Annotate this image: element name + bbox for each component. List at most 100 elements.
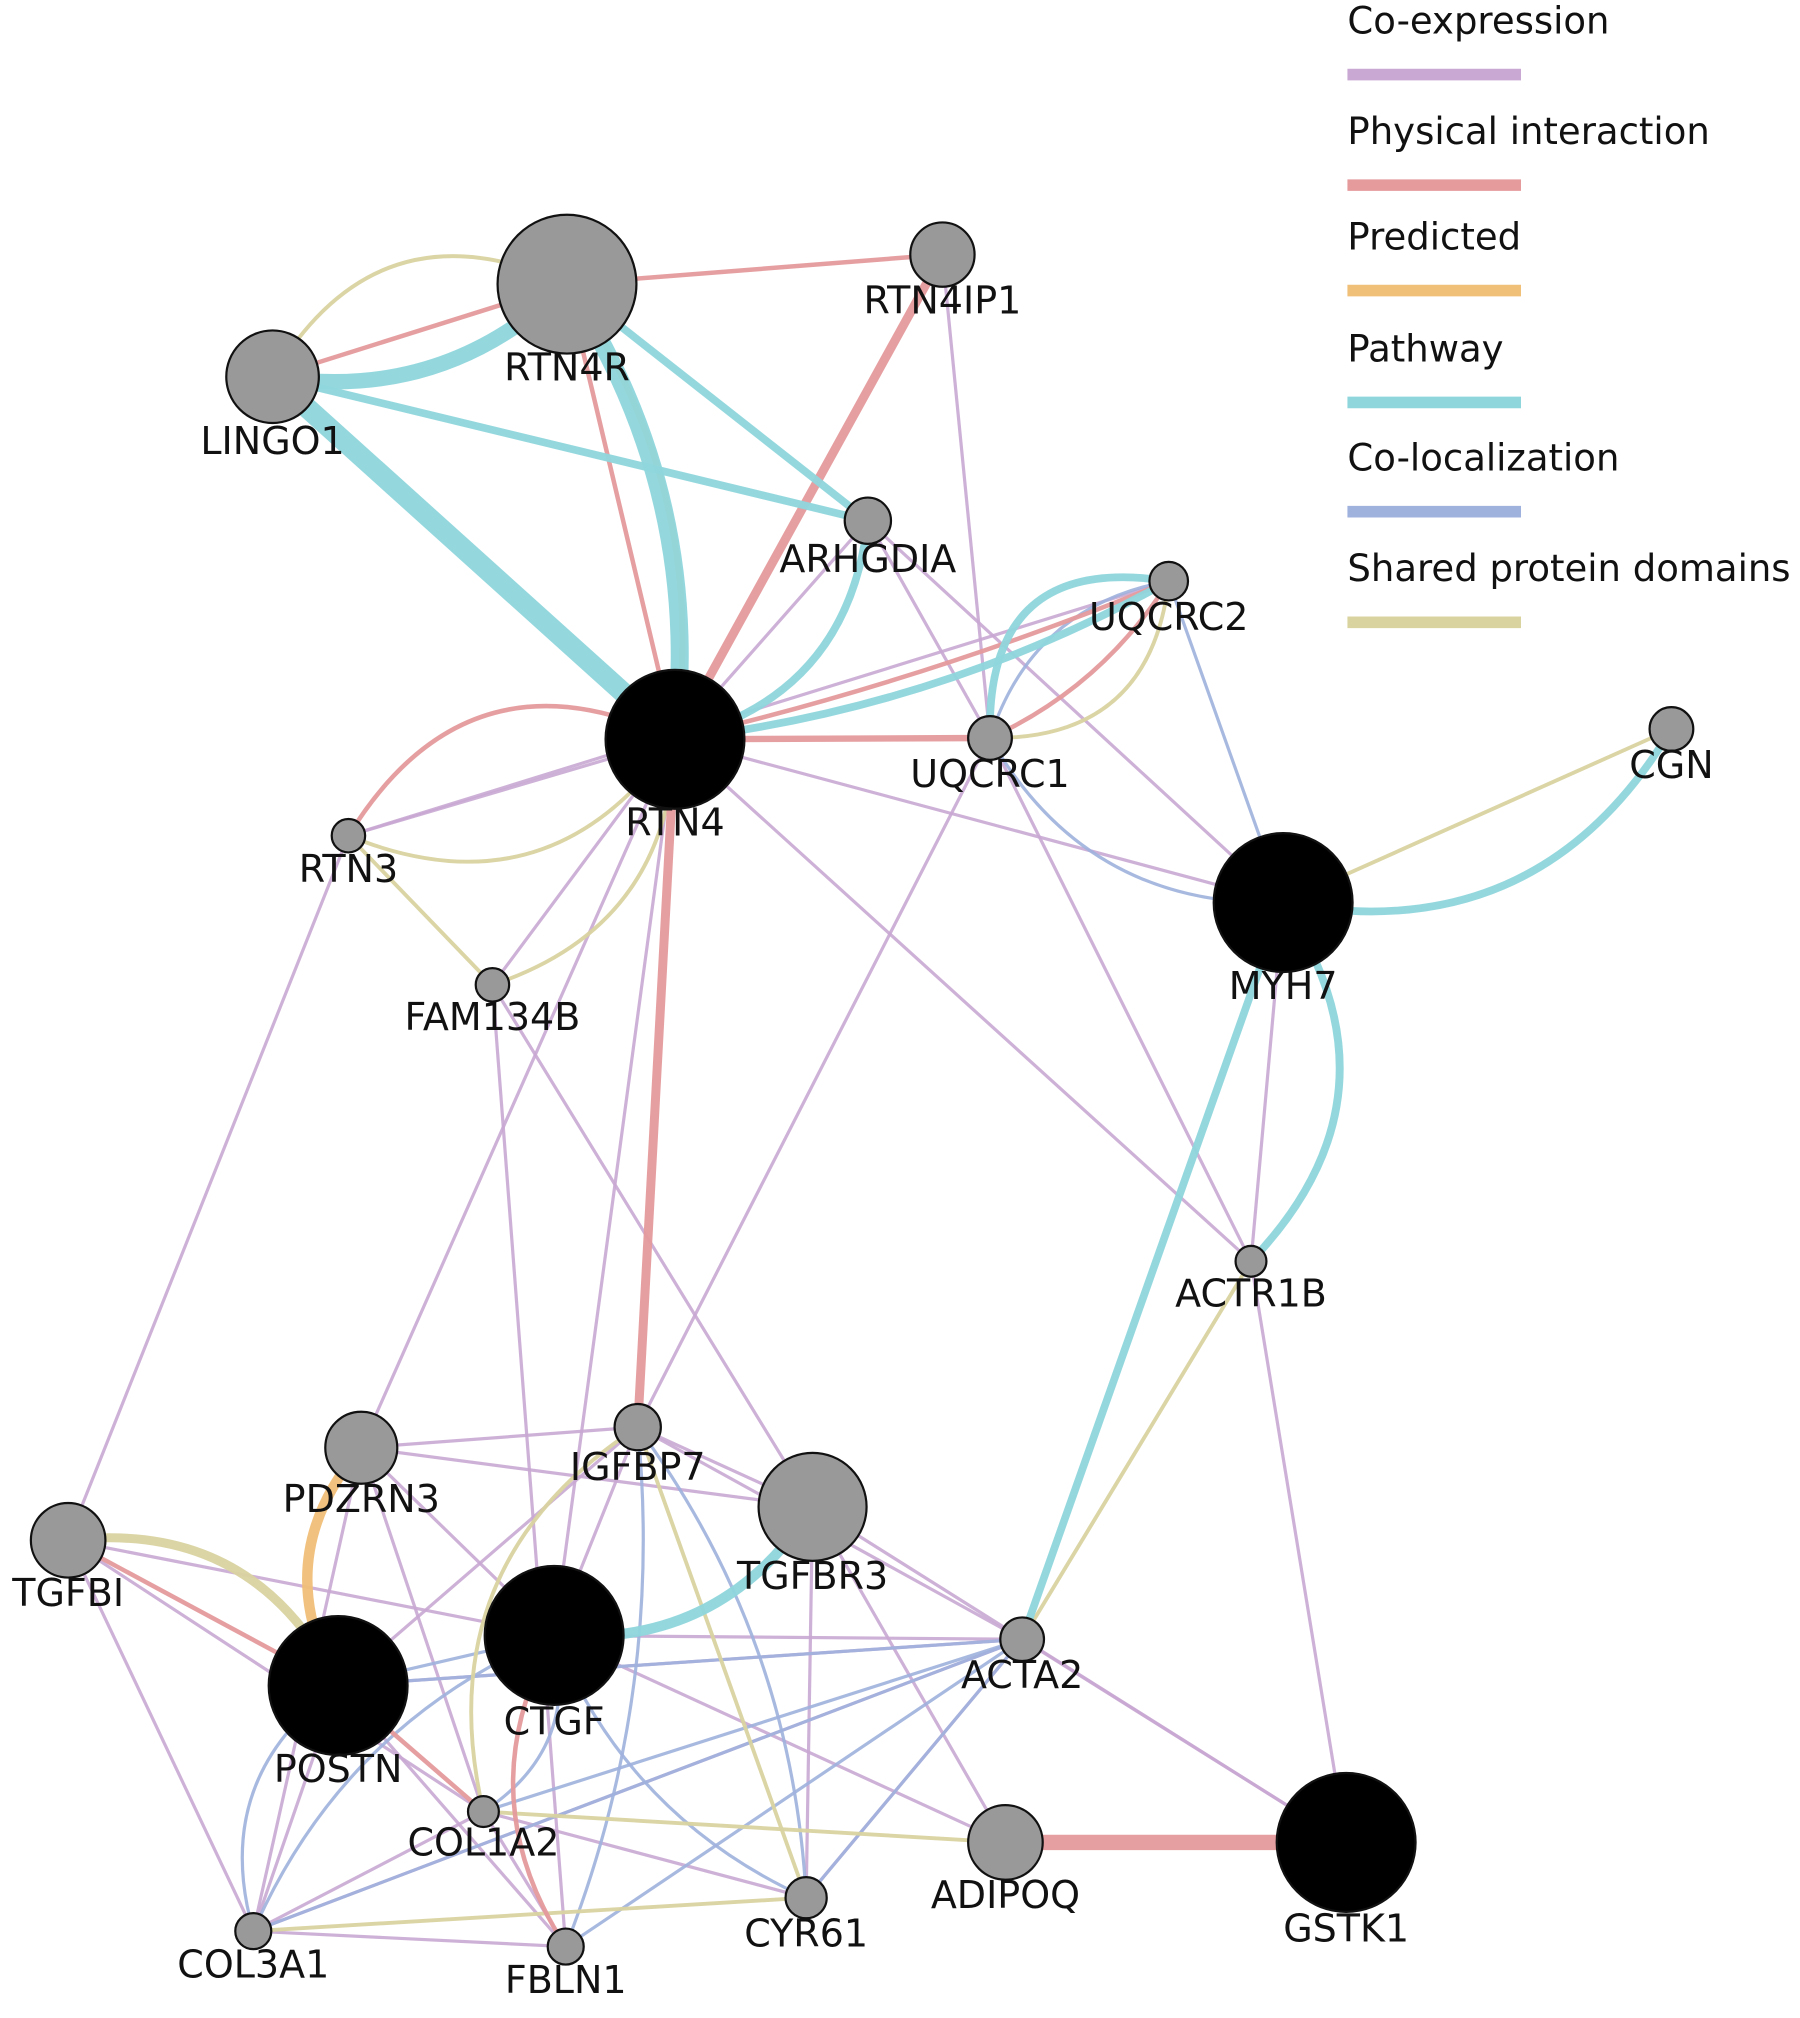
edge-domains-igfbp7-cyr61 xyxy=(635,1425,809,1900)
node-label-rtn4: RTN4 xyxy=(625,801,724,845)
edge-coexpression-rtn4-pdzrn3 xyxy=(359,737,677,1450)
node-label-cyr61: CYR61 xyxy=(744,1912,868,1956)
edge-colocalization-igfbp7-cyr61 xyxy=(636,1425,808,1900)
edge-coexpression-rtn4-ctgf xyxy=(552,737,677,1638)
edge-physical-rtn4-uqcrc2 xyxy=(672,578,1171,742)
edge-coexpression-arhgdia-myh7 xyxy=(866,519,1285,905)
node-label-rtn4ip1: RTN4IP1 xyxy=(864,279,1022,323)
edge-colocalization-uqcrc1-uqcrc2 xyxy=(988,579,1171,740)
edge-domains-igfbp7-col1a2 xyxy=(469,1425,640,1814)
node-rtn4[interactable] xyxy=(604,668,746,810)
node-igfbp7[interactable] xyxy=(613,1402,662,1452)
edge-coexpression-actr1b-gstk1 xyxy=(1249,1259,1348,1845)
edge-coexpression-tgfbi-col3a1 xyxy=(66,1538,255,1933)
node-fam134b[interactable] xyxy=(474,967,511,1003)
node-label-postn: POSTN xyxy=(274,1747,403,1791)
legend-label-pathway: Pathway xyxy=(1347,327,1503,370)
node-col1a2[interactable] xyxy=(466,1795,500,1829)
node-tgfbr3[interactable] xyxy=(757,1451,868,1562)
node-acta2[interactable] xyxy=(999,1616,1046,1663)
edge-colocalization-fbln1-acta2 xyxy=(564,1637,1024,1949)
labels-layer: LINGO1RTN4RRTN4IP1ARHGDIAUQCRC2RTN4UQCRC… xyxy=(11,279,1713,2002)
edge-coexpression-uqcrc1-actr1b xyxy=(988,736,1253,1263)
node-myh7[interactable] xyxy=(1212,832,1354,974)
node-fbln1[interactable] xyxy=(546,1927,585,1966)
node-lingo1[interactable] xyxy=(225,329,320,425)
edge-coexpression-ctgf-adipoq xyxy=(552,1633,1008,1845)
node-gstk1[interactable] xyxy=(1275,1771,1417,1913)
node-label-actr1b: ACTR1B xyxy=(1175,1271,1327,1315)
node-rtn4r[interactable] xyxy=(496,213,638,355)
edge-coexpression-col1a2-cyr61 xyxy=(481,1809,808,1900)
node-actr1b[interactable] xyxy=(1234,1244,1268,1278)
edge-pathway-uqcrc1-uqcrc2 xyxy=(986,573,1173,742)
node-label-lingo1: LINGO1 xyxy=(200,419,344,463)
node-label-uqcrc2: UQCRC2 xyxy=(1089,595,1248,639)
node-label-rtn3: RTN3 xyxy=(299,847,398,891)
edge-physical-rtn4r-rtn4 xyxy=(564,281,678,742)
node-label-cgn: CGN xyxy=(1629,743,1713,787)
edge-coexpression-rtn4-myh7 xyxy=(673,737,1285,905)
edge-coexpression-rtn4ip1-uqcrc1 xyxy=(940,252,992,740)
edge-coexpression-pdzrn3-tgfbr3 xyxy=(359,1446,815,1509)
node-label-rtn4r: RTN4R xyxy=(504,346,630,390)
legend-label-domains: Shared protein domains xyxy=(1347,547,1790,590)
node-label-fbln1: FBLN1 xyxy=(505,1958,627,2002)
node-ctgf[interactable] xyxy=(483,1564,625,1706)
node-rtn4ip1[interactable] xyxy=(909,221,976,288)
edge-coexpression-pdzrn3-col1a2 xyxy=(359,1446,486,1814)
edge-colocalization-fbln1-igfbp7 xyxy=(564,1425,645,1949)
node-postn[interactable] xyxy=(267,1615,409,1757)
node-label-uqcrc1: UQCRC1 xyxy=(910,752,1069,796)
edge-physical-rtn4-rtn4ip1 xyxy=(670,250,947,744)
edge-coexpression-rtn3-tgfbi xyxy=(66,834,351,1542)
node-rtn3[interactable] xyxy=(330,817,367,854)
node-label-gstk1: GSTK1 xyxy=(1283,1906,1409,1950)
edge-colocalization-cyr61-acta2 xyxy=(804,1637,1024,1900)
node-cyr61[interactable] xyxy=(784,1876,828,1920)
node-label-adipoq: ADIPOQ xyxy=(931,1873,1080,1917)
edge-coexpression-pdzrn3-igfbp7 xyxy=(359,1425,640,1450)
node-label-acta2: ACTA2 xyxy=(961,1653,1083,1697)
edge-domains-uqcrc1-uqcrc2 xyxy=(988,579,1171,740)
legend-label-colocalization: Co-localization xyxy=(1347,437,1619,480)
edge-colocalization-col3a1-acta2 xyxy=(251,1637,1024,1933)
node-arhgdia[interactable] xyxy=(843,496,893,545)
node-cgn[interactable] xyxy=(1648,706,1695,752)
edge-pathway-lingo1-rtn4 xyxy=(262,366,686,750)
node-label-tgfbr3: TGFBR3 xyxy=(736,1554,888,1598)
edge-physical-uqcrc1-uqcrc2 xyxy=(987,578,1171,741)
edge-coexpression-fam134b-tgfbr3 xyxy=(490,983,815,1509)
edge-coexpression-uqcrc1-igfbp7 xyxy=(636,736,992,1429)
edge-coexpression-rtn4-actr1b xyxy=(673,737,1253,1263)
legend-label-predicted: Predicted xyxy=(1347,215,1521,258)
edge-pathway-myh7-acta2 xyxy=(1018,898,1287,1644)
node-label-tgfbi: TGFBI xyxy=(11,1571,124,1615)
node-pdzrn3[interactable] xyxy=(324,1410,399,1485)
edge-coexpression-arhgdia-uqcrc1 xyxy=(866,519,992,740)
node-adipoq[interactable] xyxy=(967,1804,1044,1881)
node-uqcrc2[interactable] xyxy=(1148,560,1190,602)
edge-domains-myh7-cgn xyxy=(1281,727,1674,905)
node-tgfbi[interactable] xyxy=(29,1501,107,1579)
edge-pathway-rtn4-uqcrc2 xyxy=(671,577,1173,744)
node-label-pdzrn3: PDZRN3 xyxy=(283,1477,440,1521)
edge-domains-rtn3-fam134b xyxy=(346,833,495,987)
node-label-col1a2: COL1A2 xyxy=(407,1820,559,1864)
edge-domains-actr1b-acta2 xyxy=(1020,1259,1253,1642)
node-uqcrc1[interactable] xyxy=(967,715,1013,761)
node-col3a1[interactable] xyxy=(234,1912,273,1951)
node-label-myh7: MYH7 xyxy=(1229,964,1338,1008)
edge-domains-col1a2-adipoq xyxy=(481,1809,1008,1845)
edge-domains-col3a1-cyr61 xyxy=(251,1895,809,1934)
nodes-layer xyxy=(29,213,1695,1966)
node-label-ctgf: CTGF xyxy=(504,1699,605,1743)
node-label-igfbp7: IGFBP7 xyxy=(570,1445,706,1489)
edge-physical-rtn4-igfbp7 xyxy=(633,734,680,1432)
edge-coexpression-fam134b-fbln1 xyxy=(490,983,568,1949)
edge-pathway-lingo1-arhgdia xyxy=(268,372,872,525)
edge-colocalization-postn-acta2 xyxy=(336,1637,1024,1688)
edge-coexpression-col3a1-fbln1 xyxy=(251,1929,568,1949)
